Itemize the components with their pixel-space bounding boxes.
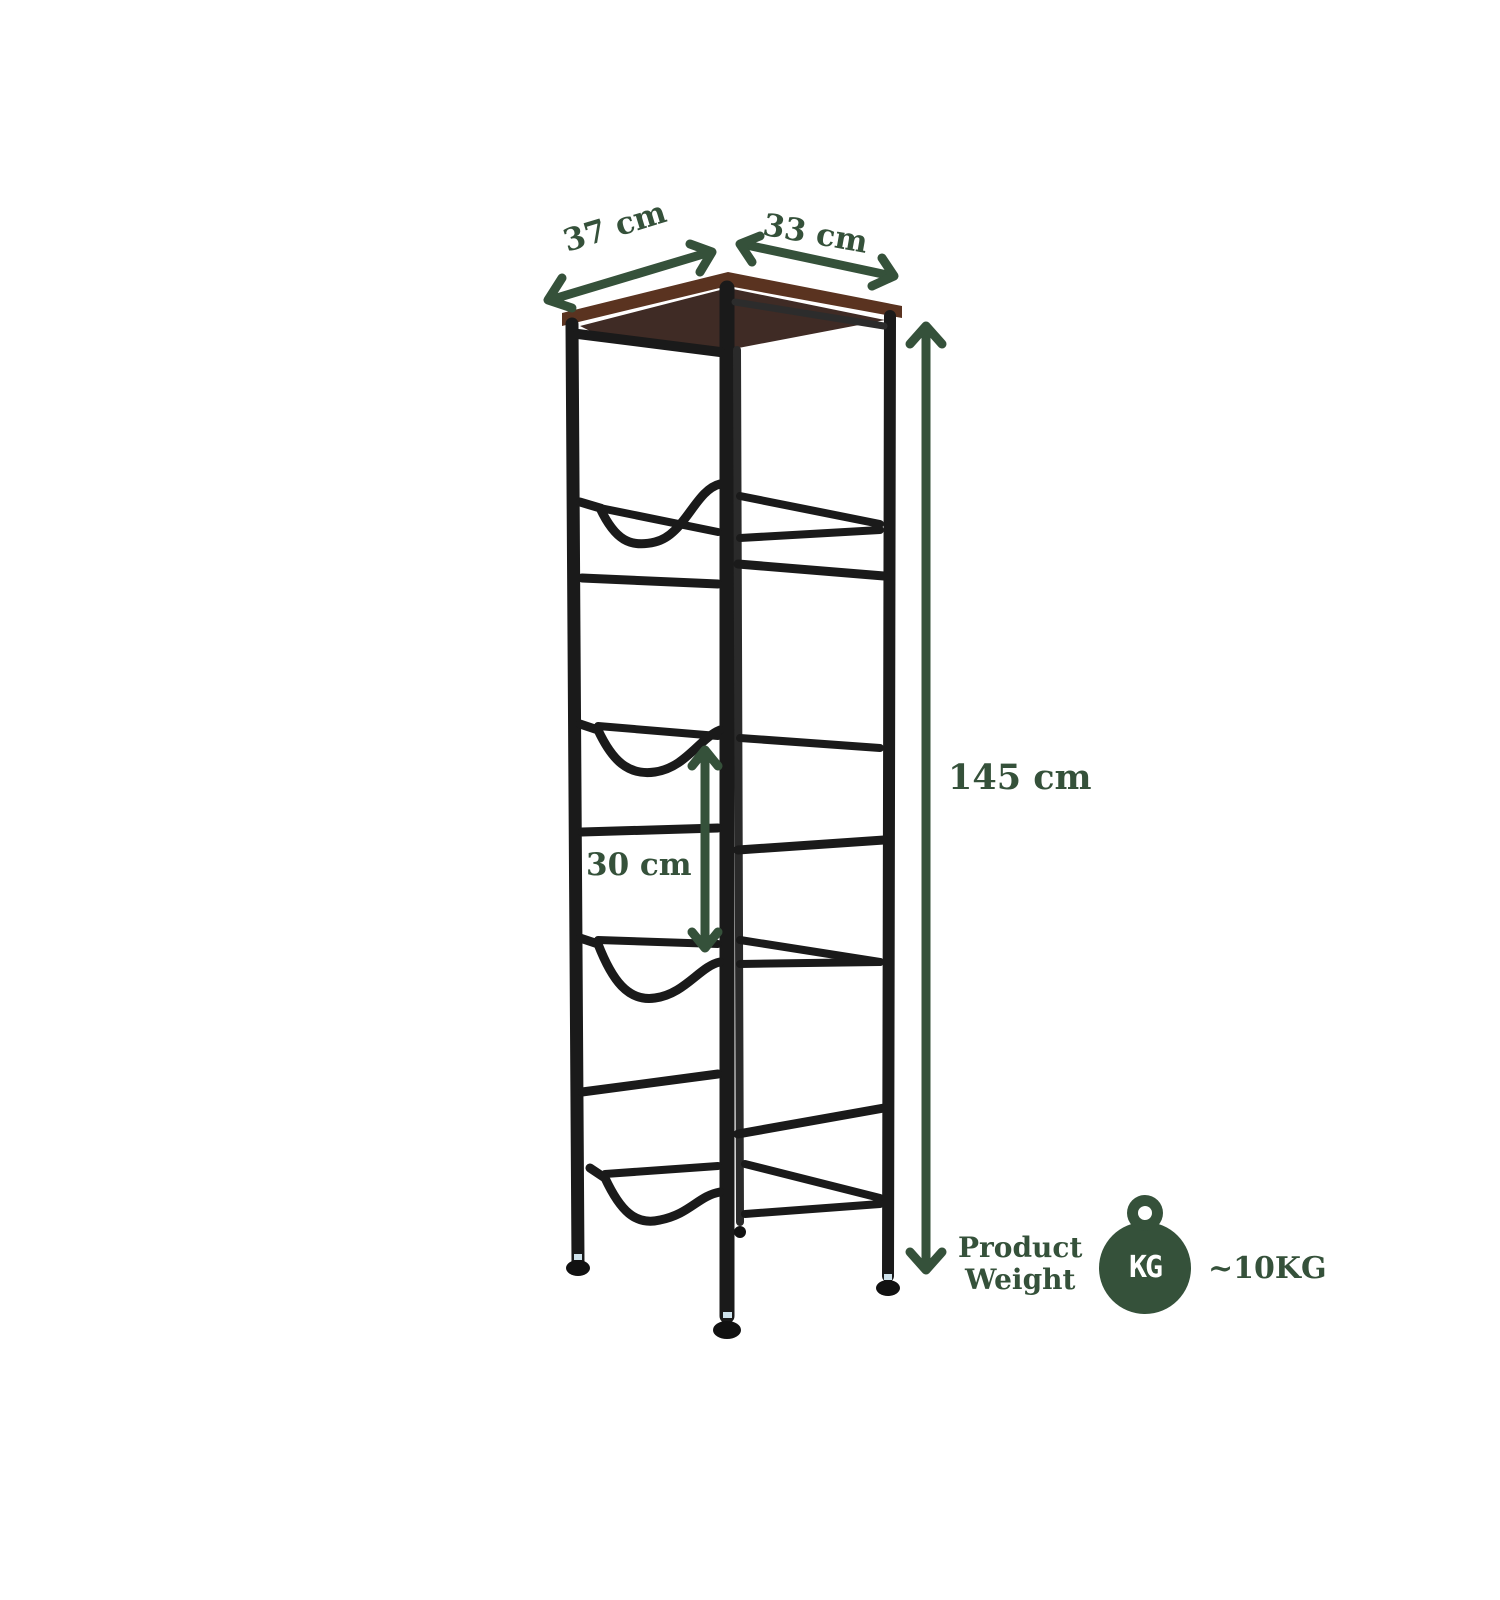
double-arrow-icon [735,231,899,291]
rack-frame [565,280,896,1324]
rack-feet [566,1226,900,1339]
product-weight-label: Product Weight [958,1231,1083,1297]
dimension-arrows [543,231,947,1275]
height-dimension-label: 145 cm [948,757,1092,798]
weight-label-line1: Product [958,1231,1083,1264]
shelf-spacing-label: 30 cm [586,847,692,883]
double-arrow-icon [543,239,717,313]
double-arrow-icon [687,745,723,953]
product-weight-value: ~10KG [1208,1251,1327,1286]
weight-label-line2: Weight [964,1263,1076,1297]
weight-icon-text: KG [1128,1250,1163,1285]
double-arrow-icon [905,321,947,1275]
weight-kg-icon [1099,1195,1191,1314]
